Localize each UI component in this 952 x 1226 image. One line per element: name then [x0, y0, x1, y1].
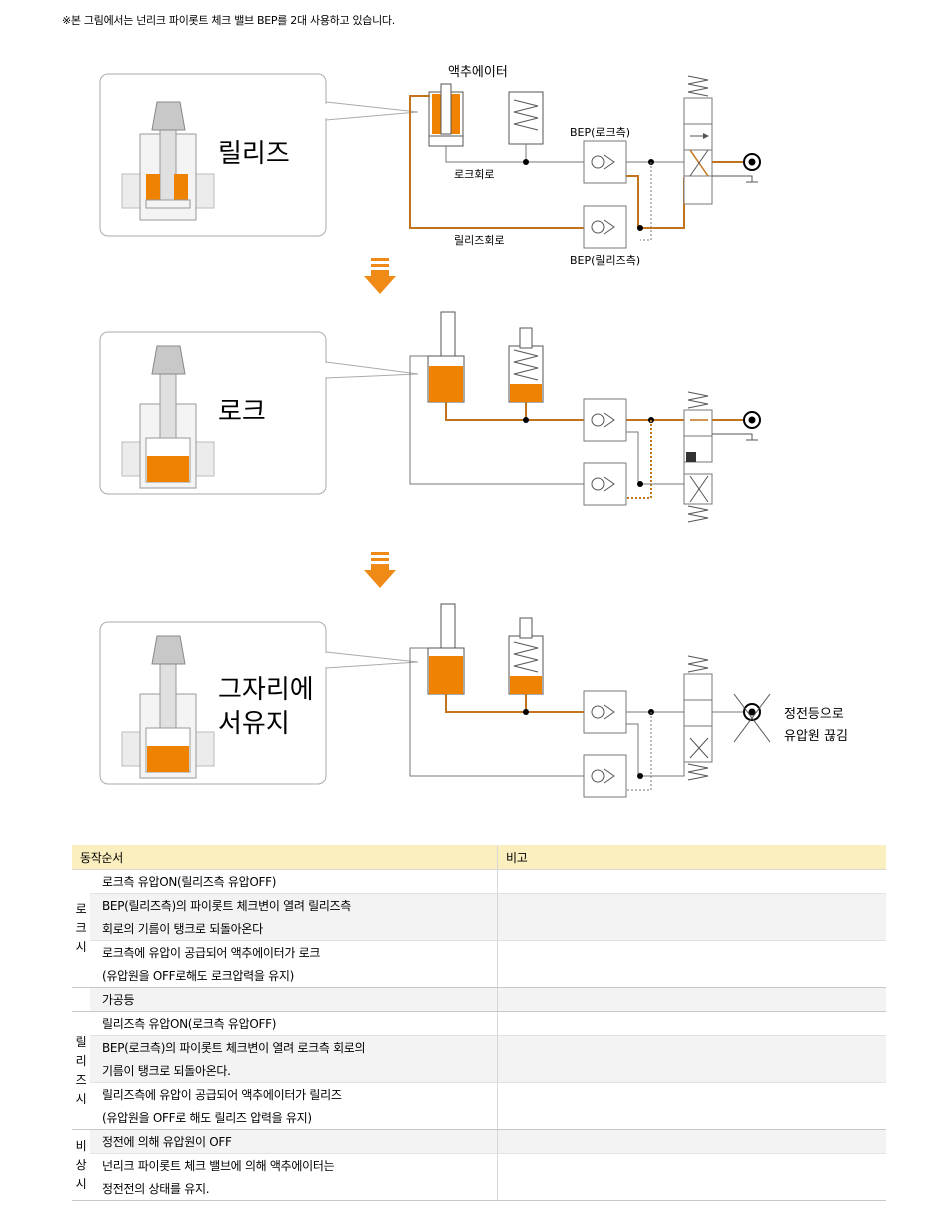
- group-label-char: 릴: [75, 1034, 87, 1049]
- group-label-char: 시: [75, 1091, 87, 1106]
- group-label-char: 리: [75, 1053, 87, 1068]
- header-remarks: 비고: [497, 845, 886, 870]
- step-text: (유압원을 OFF로 해도 릴리즈 압력을 유지): [90, 1106, 498, 1130]
- table-row: BEP(로크측)의 파이롯트 체크변이 열려 로크측 회로의: [72, 1035, 886, 1059]
- panel-lock: 로크: [99, 311, 761, 523]
- clamp-illustration: [121, 635, 215, 779]
- step-text: 릴리즈측 유압ON(로크측 유압OFF): [90, 1011, 498, 1036]
- group-label-char: 시: [75, 940, 87, 954]
- remark-cell: [497, 987, 886, 1012]
- remark-cell: [497, 893, 886, 917]
- table-row: (유압원을 OFF로 해도 릴리즈 압력을 유지): [72, 1106, 886, 1130]
- remark-cell: [497, 1153, 886, 1177]
- actuator-label: 액추에이터: [448, 65, 508, 80]
- group-label-char: 상: [75, 1157, 87, 1172]
- state-label: 릴리즈: [218, 139, 290, 169]
- step-text: 넌리크 파이롯트 체크 밸브에 의해 액추에이터는: [102, 1159, 335, 1173]
- step-text: 정전에 의해 유압원이 OFF: [90, 1129, 498, 1154]
- step-text: BEP(로크측)의 파이롯트 체크변이 열려 로크측 회로의: [90, 1035, 498, 1059]
- hydraulic-circuit: [409, 311, 761, 523]
- table-row: 가공등: [72, 987, 886, 1012]
- step-text: 기름이 탱크로 되돌아온다.: [90, 1059, 498, 1083]
- state-label: 로크: [218, 397, 266, 427]
- lock-circuit-label: 로크회로: [454, 168, 494, 181]
- panel-release: 릴리즈: [99, 65, 761, 267]
- step-text: 릴리즈측에 유압이 공급되어 액추에이터가 릴리즈: [102, 1088, 342, 1102]
- remark-cell: [497, 940, 886, 964]
- release-circuit-label: 릴리즈회로: [454, 234, 505, 247]
- table-row: 릴리즈측에 유압이 공급되어 액추에이터가 릴리즈: [72, 1082, 886, 1106]
- state-label: 그자리에: [218, 675, 314, 705]
- power-off-label-line1: 정전등으로: [784, 707, 844, 722]
- group-label-char: 크: [75, 921, 87, 935]
- group-label-char: 비: [75, 1138, 87, 1153]
- remark-cell: [497, 1177, 886, 1201]
- table-row: 회로의 기름이 탱크로 되돌아온다: [72, 917, 886, 941]
- footnote: ※본 그림에서는 넌리크 파이롯트 체크 밸브 BEP를 2대 사용하고 있습니…: [62, 14, 395, 27]
- remark-cell: [497, 1082, 886, 1106]
- down-arrow-icon: [364, 552, 396, 588]
- bep-lock-label: BEP(로크측): [570, 126, 630, 139]
- remark-cell: [497, 917, 886, 941]
- group-label-char: 로: [75, 902, 87, 916]
- group-label-char: 즈: [75, 1072, 87, 1087]
- panel-hold: 그자리에 서유지: [99, 603, 848, 798]
- down-arrow-icon: [364, 258, 396, 294]
- step-text: 로크측에 유압이 공급되어 액추에이터가 로크: [102, 946, 321, 960]
- step-text: 가공등: [90, 987, 498, 1012]
- remark-cell: [497, 1035, 886, 1059]
- step-text: 정전전의 상태를 유지.: [90, 1177, 498, 1201]
- state-callout-box: [99, 73, 327, 237]
- remark-cell: [497, 869, 886, 894]
- table-row: (유압원을 OFF로해도 로크압력을 유지): [72, 964, 886, 988]
- remark-cell: [497, 1129, 886, 1154]
- table-row: 로크측에 유압이 공급되어 액추에이터가 로크: [72, 940, 886, 964]
- remark-cell: [497, 1059, 886, 1083]
- state-label-line2: 서유지: [218, 709, 290, 739]
- table-row: 기름이 탱크로 되돌아온다.: [72, 1059, 886, 1083]
- remark-cell: [497, 1106, 886, 1130]
- clamp-illustration: [121, 101, 215, 221]
- clamp-illustration: [121, 345, 215, 489]
- step-text: 회로의 기름이 탱크로 되돌아온다: [90, 917, 498, 941]
- bep-release-label: BEP(릴리즈측): [570, 254, 640, 267]
- step-text: BEP(릴리즈측)의 파이롯트 체크변이 열려 릴리즈측: [90, 893, 498, 917]
- hydraulic-circuit: [409, 75, 761, 249]
- hydraulic-circuit: [409, 603, 771, 798]
- step-text: (유압원을 OFF로해도 로크압력을 유지): [90, 964, 498, 988]
- remark-cell: [497, 1011, 886, 1036]
- step-text: 로크측 유압ON(릴리즈측 유압OFF): [90, 869, 498, 894]
- remark-cell: [497, 964, 886, 988]
- table-row: BEP(릴리즈측)의 파이롯트 체크변이 열려 릴리즈측: [72, 893, 886, 917]
- table-row: 넌리크 파이롯트 체크 밸브에 의해 액추에이터는: [72, 1153, 886, 1177]
- operation-diagram: 릴리즈: [99, 65, 848, 798]
- power-off-label-line2: 유압원 끊김: [784, 729, 848, 744]
- group-label-char: 시: [75, 1176, 87, 1191]
- table-row: 정전전의 상태를 유지.: [72, 1177, 886, 1201]
- group-label: [72, 987, 90, 1012]
- header-sequence: 동작순서: [72, 845, 498, 870]
